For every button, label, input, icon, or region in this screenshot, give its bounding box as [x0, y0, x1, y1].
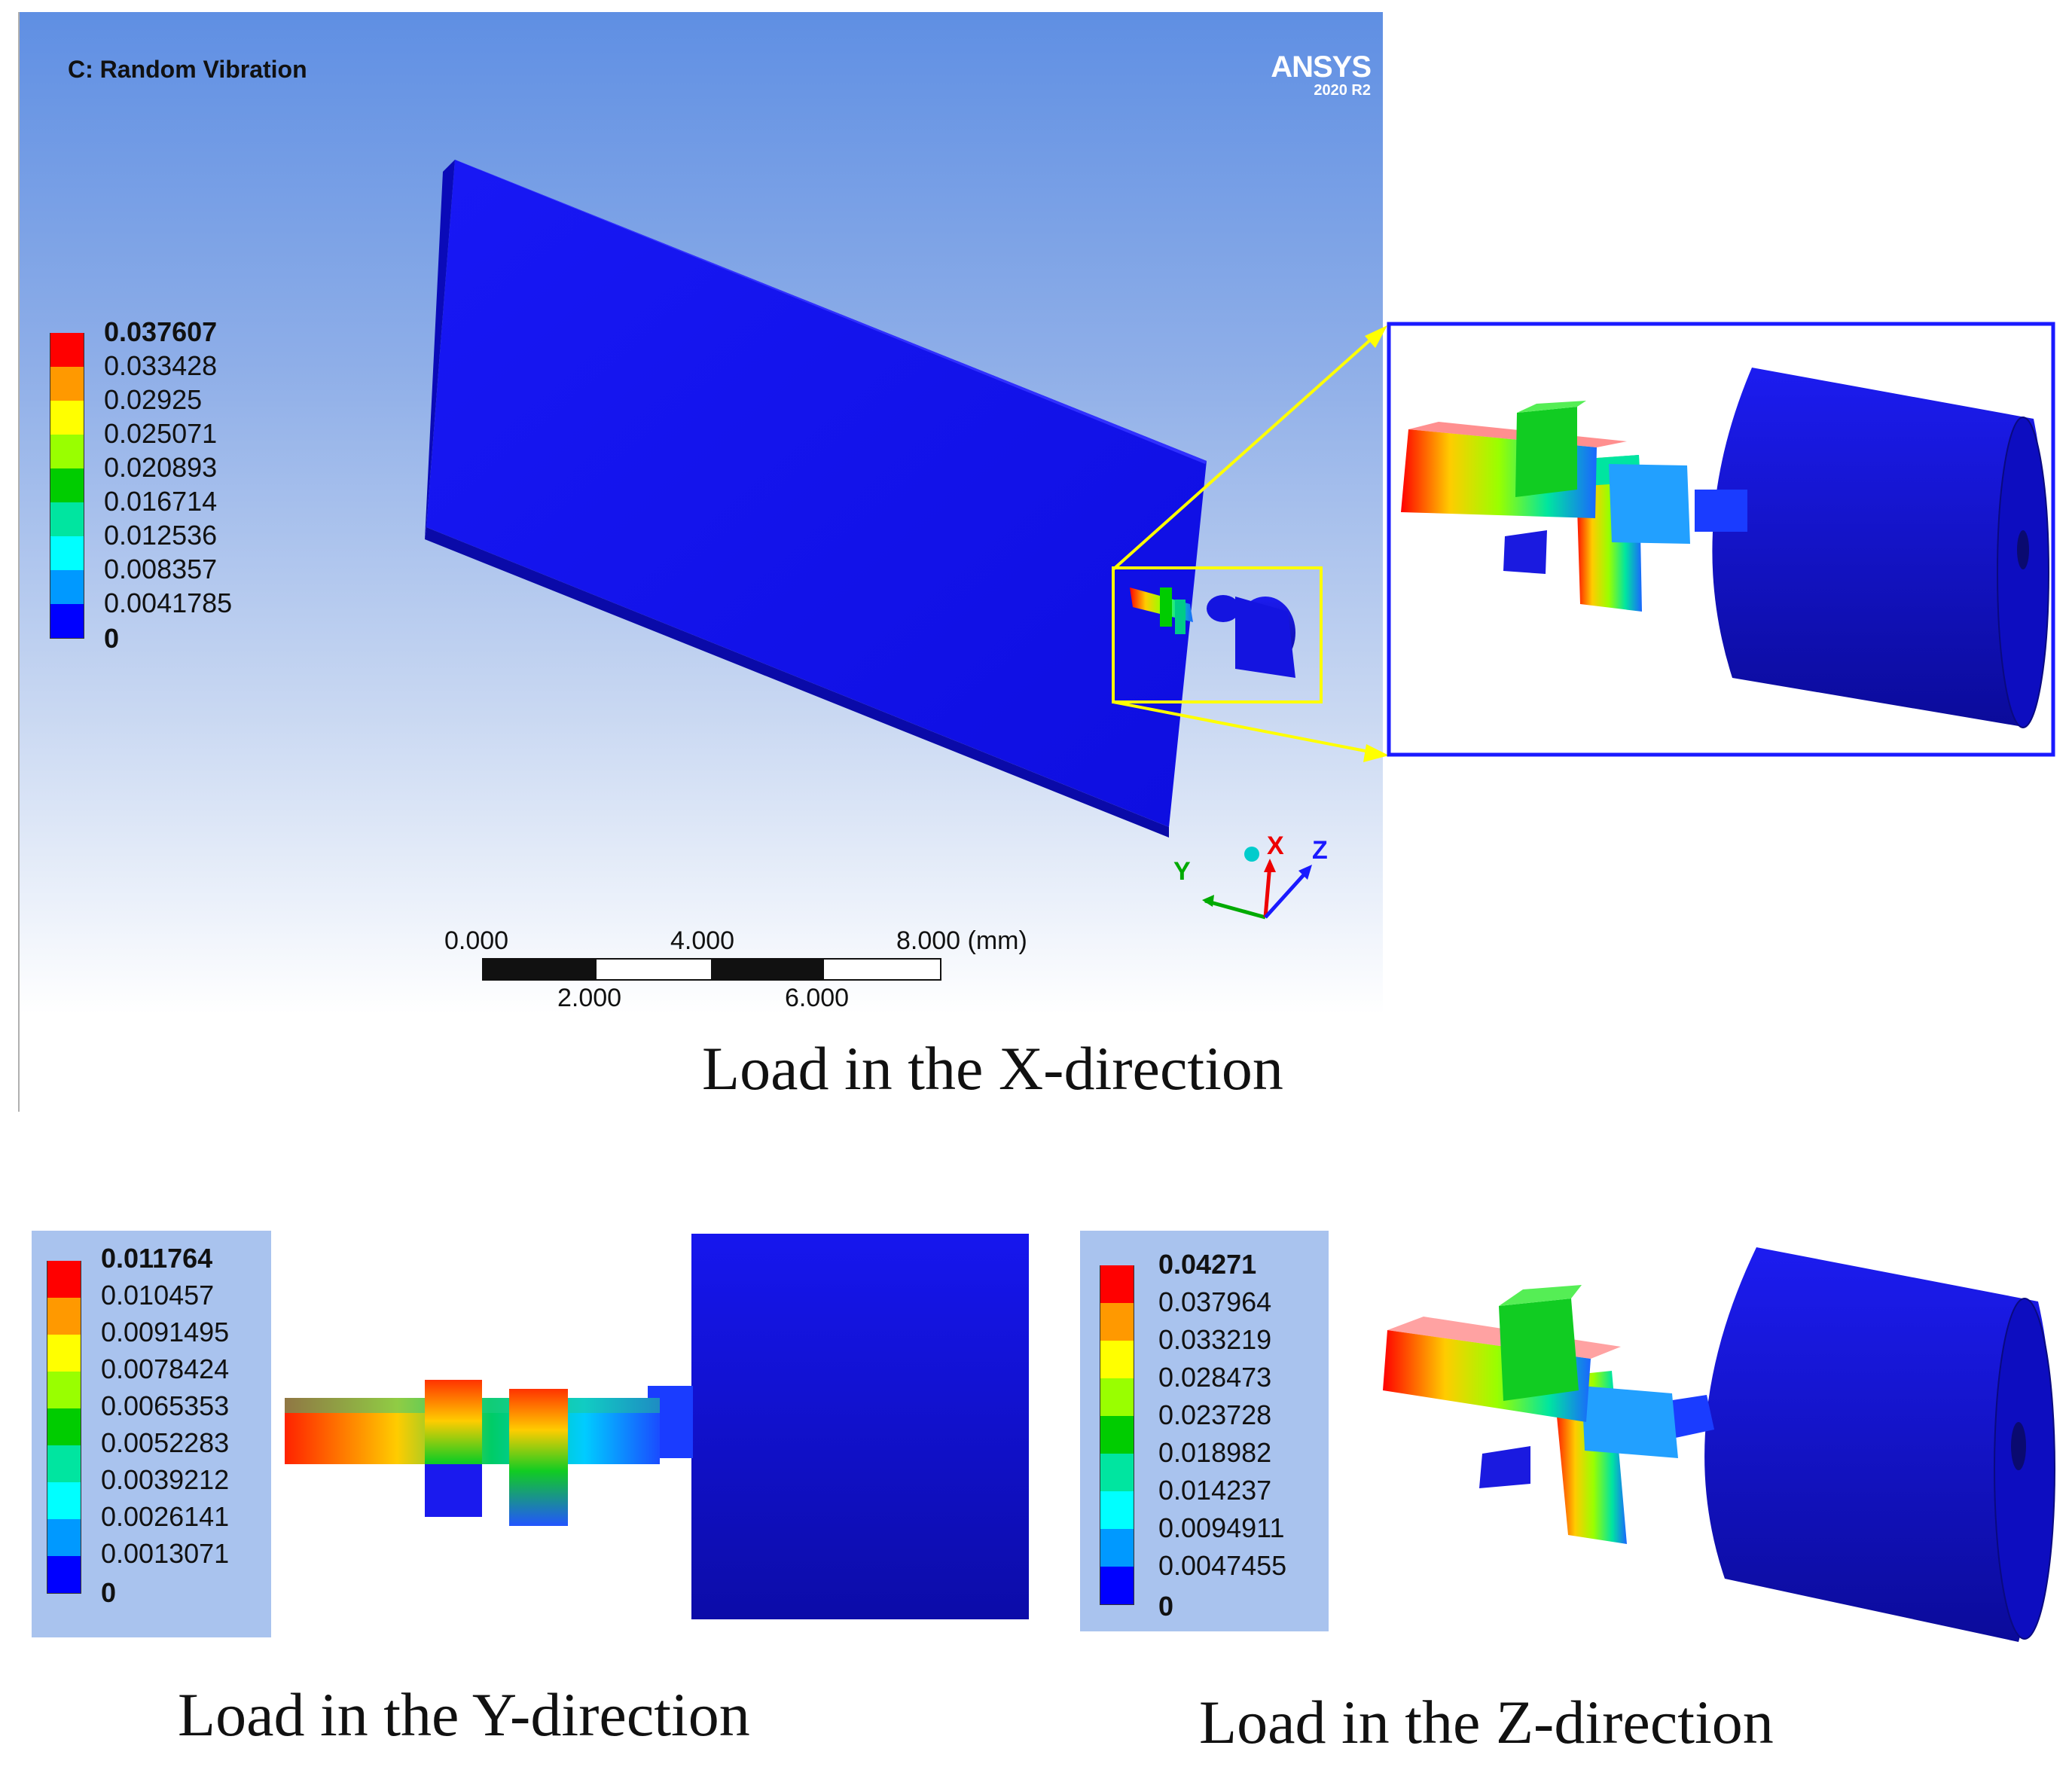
- caption-z-direction: Load in the Z-direction: [1199, 1688, 1774, 1756]
- legend-value: 0.0094911: [1158, 1512, 1285, 1543]
- legend-value: 0.014237: [1158, 1475, 1272, 1506]
- legend-swatch-red: [47, 1261, 81, 1298]
- scale-bar: [482, 958, 941, 981]
- legend-max: 0.04271: [1158, 1249, 1257, 1280]
- contour-legend-y: 0.011764 0.010457 0.0091495 0.0078424 0.…: [47, 1243, 273, 1631]
- legend-value: 0.018982: [1158, 1437, 1272, 1468]
- legend-swatch-lime: [47, 1372, 81, 1408]
- scale-label-4: 4.000: [670, 926, 735, 955]
- legend-swatch-orange: [50, 367, 84, 401]
- legend-swatch-skyblue: [1100, 1529, 1134, 1567]
- legend-min: 0: [104, 623, 120, 654]
- legend-swatch-red: [1100, 1265, 1134, 1303]
- legend-value: 0.0091495: [101, 1317, 230, 1347]
- legend-swatch-lime: [1100, 1378, 1134, 1416]
- scale-label-8: 8.000 (mm): [896, 926, 1027, 955]
- legend-swatch-yellow: [50, 401, 84, 435]
- legend-swatch-teal: [47, 1445, 81, 1482]
- viewport-left-border: [18, 12, 20, 1112]
- legend-value: 0.020893: [104, 452, 218, 483]
- brand-version: 2020 R2: [1314, 82, 1371, 99]
- legend-swatch-orange: [1100, 1303, 1134, 1341]
- legend-min: 0: [1158, 1591, 1174, 1622]
- plate-body: [425, 160, 1207, 838]
- legend-min: 0: [101, 1577, 117, 1608]
- legend-value: 0.033428: [104, 350, 218, 381]
- legend-value: 0.025071: [104, 418, 218, 449]
- legend-swatch-blue: [50, 604, 84, 639]
- scale-label-0: 0.000: [444, 926, 509, 955]
- legend-swatch-teal: [50, 502, 84, 536]
- triad-x-label: X: [1267, 832, 1284, 860]
- legend-value: 0.033219: [1158, 1324, 1272, 1355]
- caption-y-direction: Load in the Y-direction: [178, 1680, 750, 1749]
- legend-swatch-green: [1100, 1416, 1134, 1454]
- legend-max: 0.037607: [104, 316, 218, 347]
- legend-value: 0.0078424: [101, 1353, 230, 1384]
- legend-swatch-cyan: [1100, 1491, 1134, 1529]
- highlight-box: [1112, 566, 1323, 703]
- coordinate-triad: [1202, 847, 1312, 920]
- legend-value: 0.010457: [101, 1280, 215, 1311]
- legend-value: 0.0026141: [101, 1501, 230, 1532]
- legend-value: 0.0039212: [101, 1464, 230, 1495]
- legend-swatch-cyan: [50, 536, 84, 570]
- legend-swatch-yellow: [47, 1335, 81, 1372]
- legend-value: 0.037964: [1158, 1286, 1272, 1317]
- caption-x-direction: Load in the X-direction: [702, 1034, 1283, 1103]
- legend-swatch-lime: [50, 435, 84, 468]
- legend-swatch-blue: [47, 1556, 81, 1594]
- callout-arrow-bottom: [1112, 700, 1378, 755]
- model-view-z[interactable]: [1356, 1220, 2064, 1657]
- legend-max: 0.011764: [101, 1243, 213, 1274]
- legend-swatch-blue: [1100, 1567, 1134, 1605]
- legend-value: 0.0047455: [1158, 1550, 1287, 1581]
- component-small: [1130, 587, 1295, 678]
- triad-z-label: Z: [1312, 836, 1328, 865]
- legend-value: 0.008357: [104, 554, 218, 584]
- legend-value: 0.0065353: [101, 1390, 230, 1421]
- legend-swatch-red: [50, 333, 84, 367]
- legend-value: 0.0041785: [104, 587, 233, 618]
- scale-label-2: 2.000: [557, 984, 622, 1012]
- callout-zoom-panel[interactable]: [1387, 322, 2055, 757]
- legend-value: 0.023728: [1158, 1399, 1272, 1430]
- triad-y-label: Y: [1173, 857, 1191, 886]
- contour-legend-x: 0.037607 0.033428 0.02925 0.025071 0.020…: [50, 316, 276, 654]
- legend-value: 0.016714: [104, 486, 218, 517]
- model-view-y[interactable]: [271, 1220, 1039, 1627]
- legend-value: 0.028473: [1158, 1362, 1272, 1393]
- legend-swatch-skyblue: [47, 1519, 81, 1556]
- legend-swatch-green: [50, 468, 84, 502]
- legend-value: 0.0013071: [101, 1538, 230, 1569]
- legend-swatch-green: [47, 1408, 81, 1445]
- callout-arrow-top: [1112, 330, 1381, 571]
- brand-name: ANSYS: [1271, 50, 1372, 84]
- model-view-x[interactable]: [0, 0, 2072, 1054]
- analysis-title: C: Random Vibration: [68, 56, 307, 83]
- ansys-logo: ANSYS 2020 R2: [1250, 50, 1372, 99]
- legend-value: 0.012536: [104, 520, 218, 551]
- legend-swatch-skyblue: [50, 570, 84, 604]
- legend-swatch-orange: [47, 1298, 81, 1335]
- legend-swatch-cyan: [47, 1482, 81, 1519]
- legend-swatch-teal: [1100, 1454, 1134, 1491]
- legend-value: 0.0052283: [101, 1427, 230, 1458]
- contour-legend-z: 0.04271 0.037964 0.033219 0.028473 0.023…: [1100, 1249, 1326, 1636]
- scale-label-6: 6.000: [785, 984, 850, 1012]
- legend-swatch-yellow: [1100, 1341, 1134, 1378]
- legend-value: 0.02925: [104, 384, 203, 415]
